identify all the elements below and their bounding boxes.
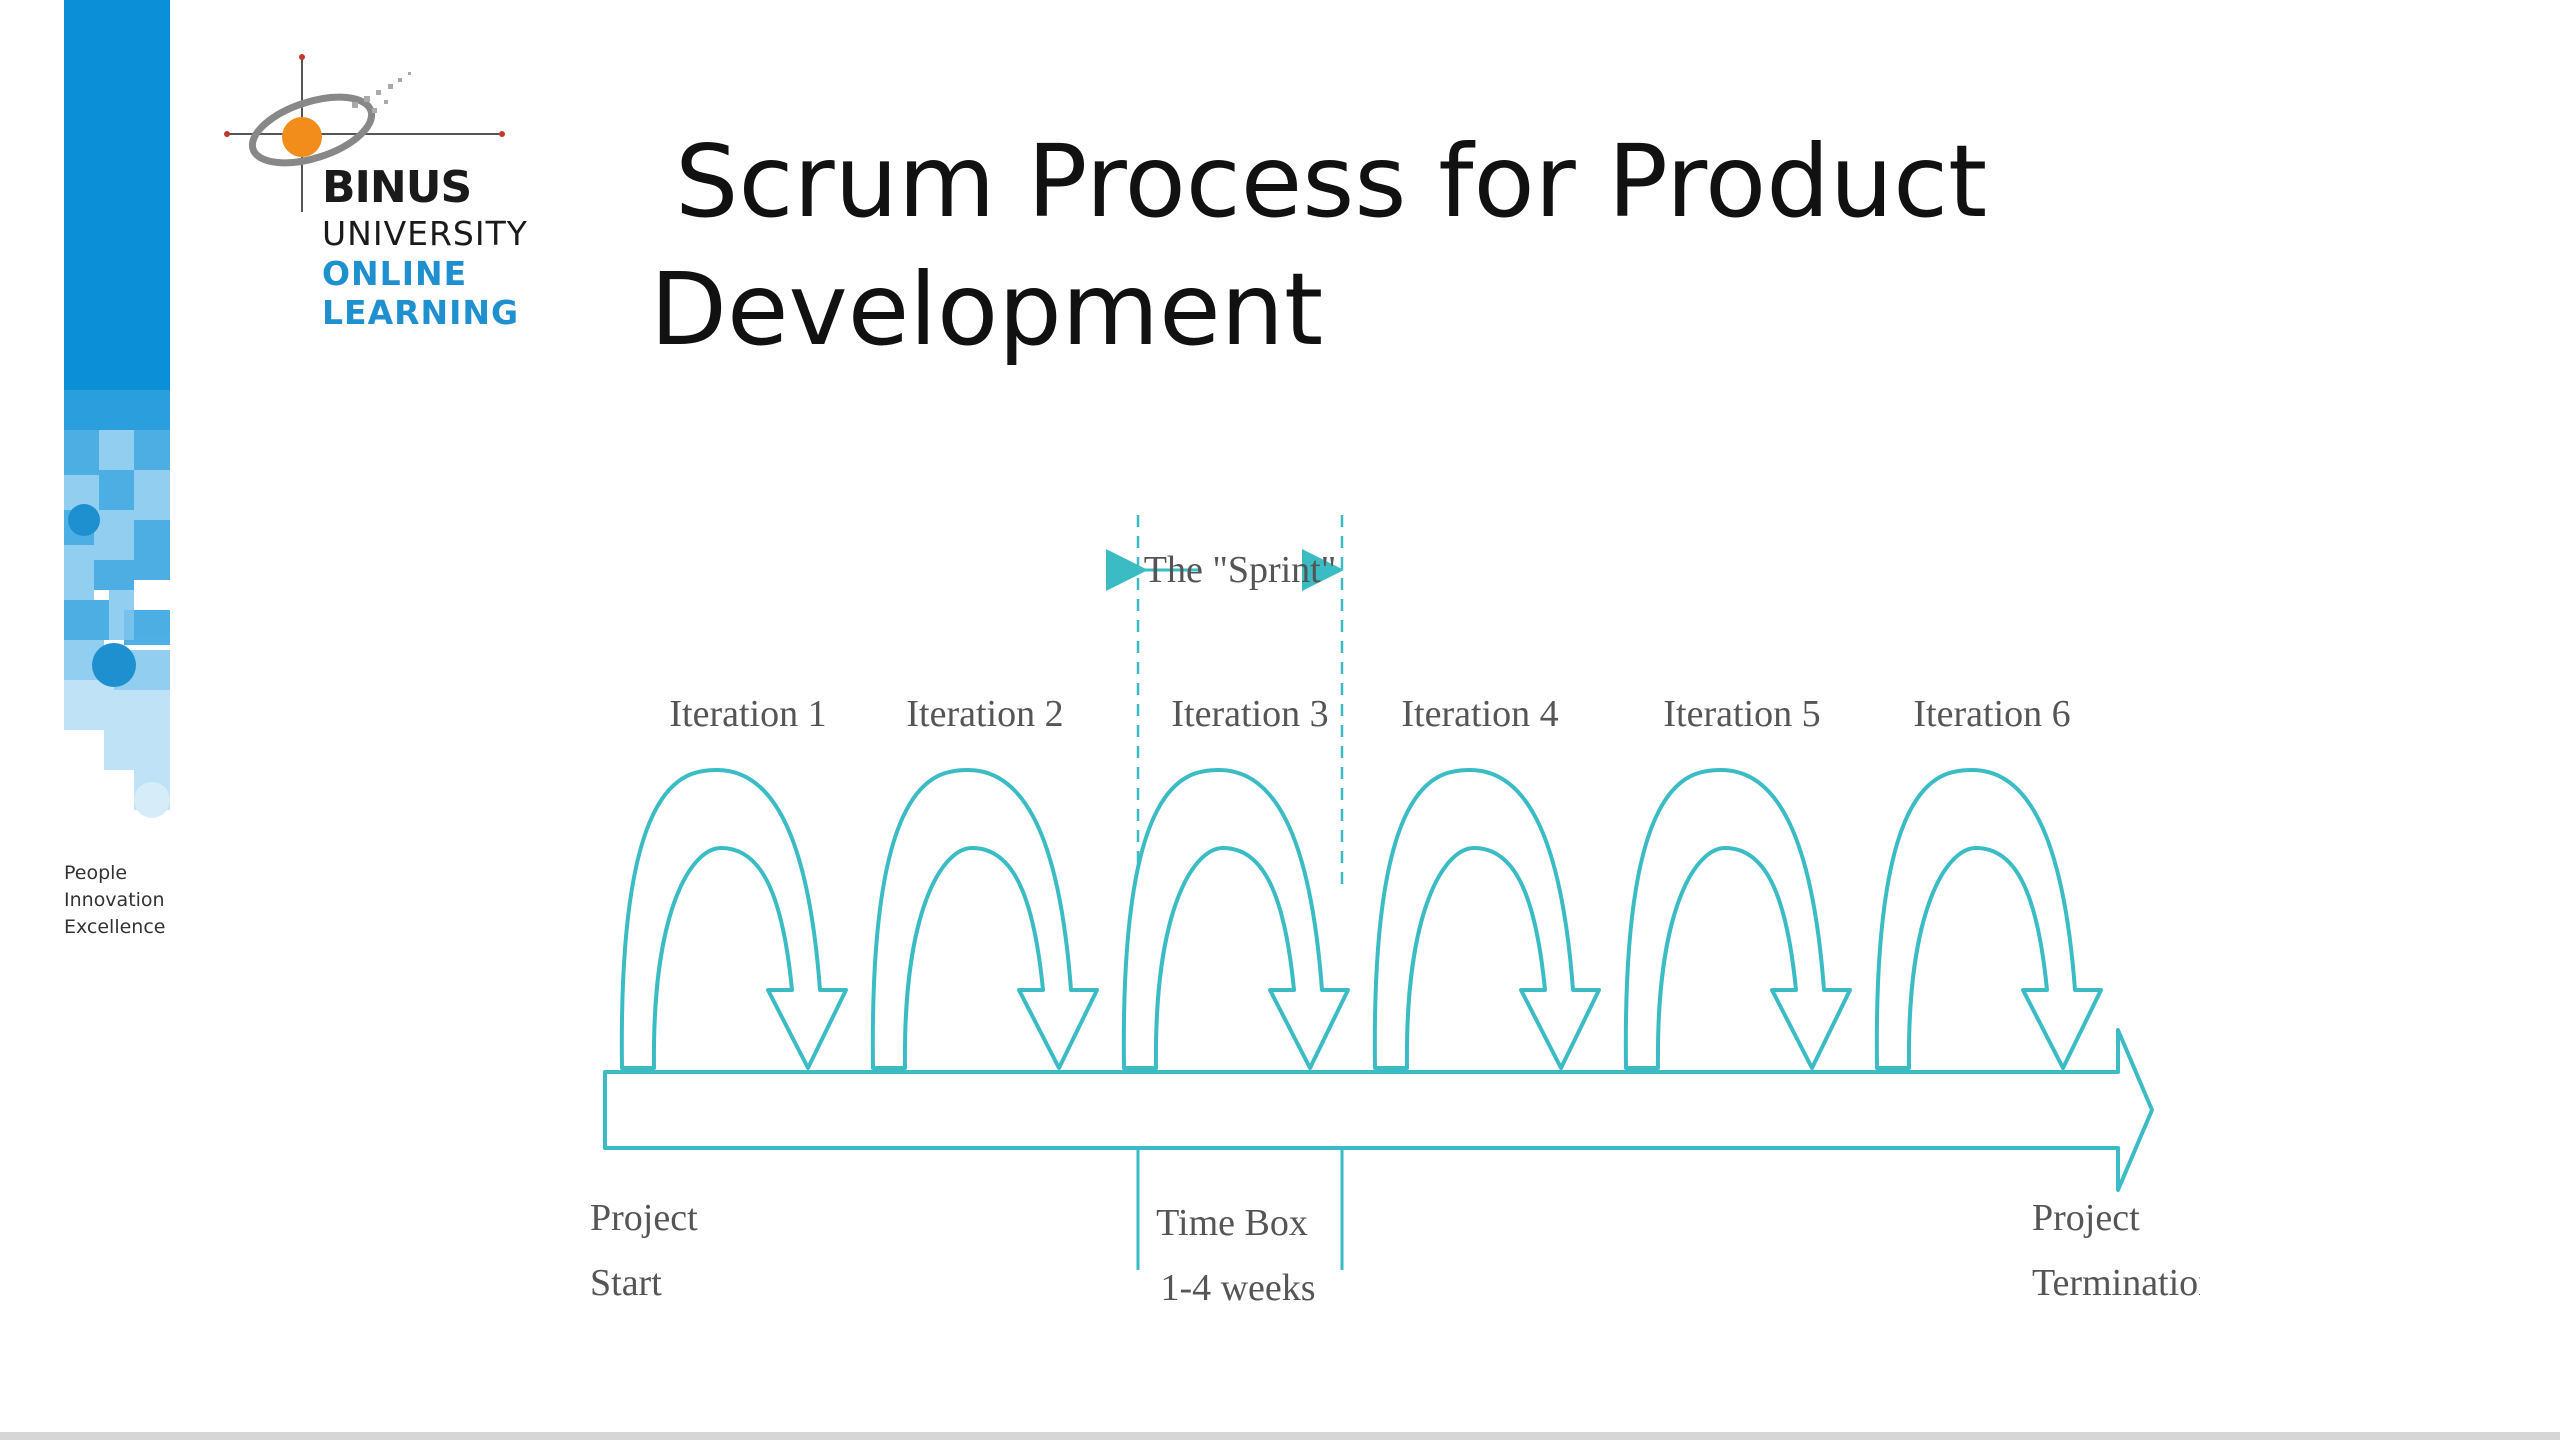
iteration-1-label: Iteration 1 [669,693,826,735]
timebox-label-1: Time Box [1156,1202,1308,1244]
sprint-label: The "Sprint" [1144,549,1337,591]
logo-learning: LEARNING [322,293,519,332]
timebox-label-2: 1-4 weeks [1160,1267,1315,1309]
slide-title: Scrum Process for Product Development [650,118,2150,374]
slide-title-line-2: Development [650,246,2150,374]
iteration-5-arc-arrow [1626,770,1850,1068]
decorative-side-bar [64,0,170,830]
tagline-people: People [64,860,165,887]
iteration-2-label: Iteration 2 [906,693,1063,735]
iteration-6-label: Iteration 6 [1913,693,2070,735]
iteration-6-arc-arrow [1877,770,2101,1068]
logo-name: BINUS [322,162,471,213]
iteration-4-label: Iteration 4 [1401,693,1558,735]
iteration-5-label: Iteration 5 [1663,693,1820,735]
project-termination-label-2: Termination [2032,1262,2200,1304]
iteration-3-label: Iteration 3 [1171,693,1328,735]
scrum-process-diagram: The "Sprint" Iteration 1 Iteration 2 Ite… [560,500,2200,1340]
tagline-excellence: Excellence [64,914,165,941]
iteration-4-arc-arrow [1375,770,1599,1068]
project-start-label-2: Start [590,1262,662,1304]
project-termination-label-1: Project [2032,1197,2140,1239]
logo-online: ONLINE [322,254,467,293]
iteration-arcs [622,770,2101,1068]
slide-title-line-1: Scrum Process for Product [650,118,2150,246]
iteration-2-arc-arrow [873,770,1097,1068]
iteration-3-arc-arrow [1124,770,1348,1068]
binus-logo: BINUS UNIVERSITY ONLINE LEARNING [222,52,542,342]
logo-university: UNIVERSITY [322,214,528,253]
iteration-1-arc-arrow [622,770,846,1068]
project-start-label-1: Project [590,1197,698,1239]
tagline-innovation: Innovation [64,887,165,914]
tagline: People Innovation Excellence [64,860,165,941]
